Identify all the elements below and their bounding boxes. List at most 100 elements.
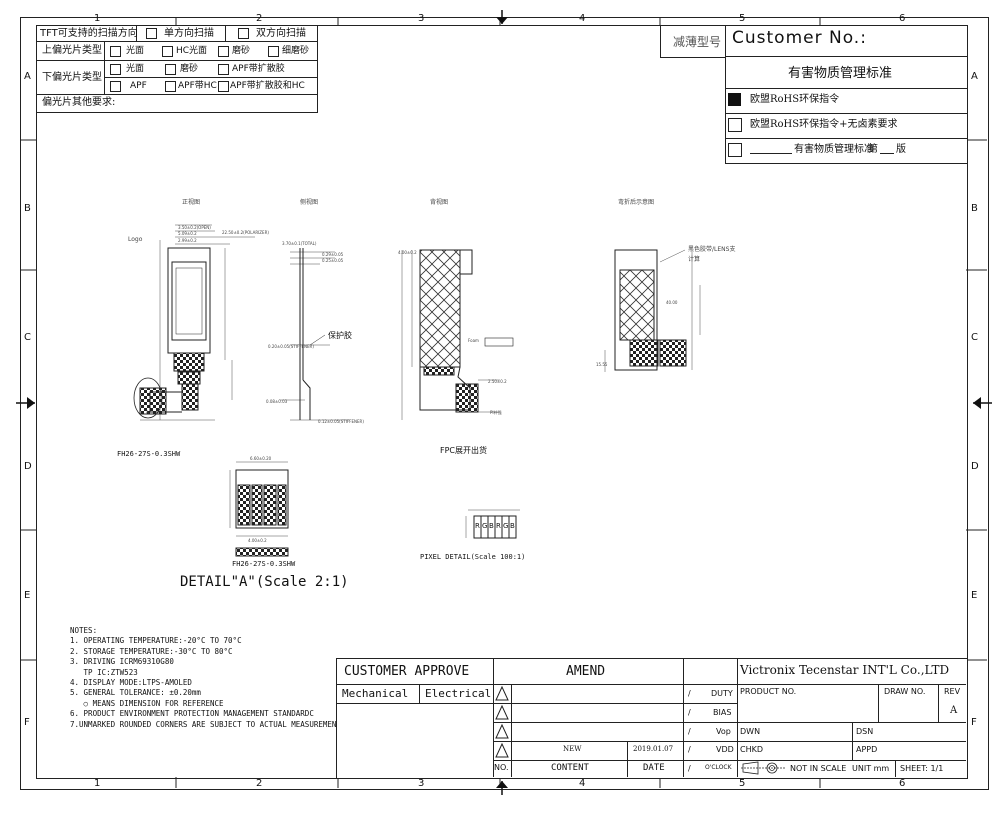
svg-text:2.50±0.2: 2.50±0.2 <box>488 379 507 384</box>
dual-scan-checkbox[interactable] <box>238 28 249 39</box>
note-line: 2. STORAGE TEMPERATURE:-30°C TO 80°C <box>70 646 233 656</box>
lower-opt-checkbox[interactable] <box>165 81 176 92</box>
note-line: 6. PRODUCT ENVIRONMENT PROTECTION MANAGE… <box>70 709 314 719</box>
upper-polarizer-label: 上偏光片类型 <box>42 45 102 56</box>
col-label: 2 <box>256 778 263 789</box>
thinning-model-label: 减薄型号 <box>673 35 722 49</box>
single-scan-label: 单方向扫描 <box>164 28 214 39</box>
lower-opt-label: 光面 <box>126 64 145 74</box>
col-label: 3 <box>418 778 425 789</box>
lower-opt-checkbox[interactable] <box>110 64 121 75</box>
row-label: C <box>24 332 31 343</box>
date-header: DATE <box>643 763 665 773</box>
col-label: 1 <box>94 778 101 789</box>
upper-opt-label: 光面 <box>126 46 145 56</box>
no-header: NO. <box>494 763 509 772</box>
other-requirements-label: 偏光片其他要求: <box>42 97 116 108</box>
col-label: 5 <box>739 13 746 24</box>
upper-opt-checkbox[interactable] <box>162 46 173 57</box>
draw-no-label: DRAW NO. <box>884 687 926 696</box>
upper-opt-checkbox[interactable] <box>268 46 279 57</box>
scan-direction-label: TFT可支持的扫描方向 <box>40 28 138 39</box>
dual-scan-label: 双方向扫描 <box>256 28 306 39</box>
note-line: 4. DISPLAY MODE:LTPS-AMOLED <box>70 678 192 688</box>
hazard-opt1-checkbox[interactable] <box>728 93 741 106</box>
side-view-label: 侧视图 <box>300 199 319 206</box>
row-label: B <box>24 203 31 214</box>
pixel-cell: G <box>503 522 509 530</box>
lower-opt-checkbox[interactable] <box>165 64 176 75</box>
col-label: 3 <box>418 13 425 24</box>
hazard-opt3-checkbox[interactable] <box>728 143 742 157</box>
fpc-unfold-label: FPC展开出货 <box>440 446 488 455</box>
svg-text:PI补强: PI补强 <box>490 409 502 415</box>
col-label: 1 <box>94 13 101 24</box>
upper-opt-checkbox[interactable] <box>110 46 121 57</box>
revision-triangles <box>495 685 509 758</box>
col-label: 6 <box>899 778 906 789</box>
product-no-label: PRODUCT NO. <box>740 687 797 696</box>
slash: / <box>688 708 691 717</box>
front-view-dim-text: 3.50±0.2(OPEN) 5.09±0.2 22.50±0.2(POLARI… <box>146 225 269 415</box>
col-label: 4 <box>579 778 586 789</box>
hazard-opt3-edition-suffix: 版 <box>896 144 906 155</box>
side-view <box>280 248 350 421</box>
svg-text:4.00±0.2: 4.00±0.2 <box>248 538 267 543</box>
row-label: F <box>971 717 977 728</box>
row-label: E <box>971 590 978 601</box>
lower-opt-checkbox[interactable] <box>218 64 229 75</box>
svg-text:0.25±0.05: 0.25±0.05 <box>322 258 344 263</box>
pixel-cell: R <box>475 522 480 530</box>
hazard-opt1-label: 欧盟RoHS环保指令 <box>750 94 840 105</box>
pixel-cell: B <box>510 522 515 530</box>
lower-opt-label: APF <box>130 81 147 91</box>
lower-opt-checkbox[interactable] <box>218 81 229 92</box>
side-view-dim-text: 3.70±0.1(TOTAL) 0.29±0.05 0.25±0.05 0.20… <box>266 241 364 424</box>
hazard-opt2-checkbox[interactable] <box>728 118 742 132</box>
row-label: F <box>24 717 30 728</box>
front-view-label: 正视图 <box>182 199 201 206</box>
row-label: C <box>971 332 978 343</box>
amend-label: AMEND <box>566 664 606 679</box>
upper-opt-label: 细磨砂 <box>282 46 310 56</box>
row-label: D <box>971 461 979 472</box>
back-view-dim-text: 4.00±0.2 Foam 2.50±0.2 PI补强 <box>398 250 507 415</box>
single-scan-checkbox[interactable] <box>146 28 157 39</box>
svg-text:0.29±0.05: 0.29±0.05 <box>322 252 344 257</box>
upper-opt-checkbox[interactable] <box>218 46 229 57</box>
lower-opt-label: APF带HC <box>178 81 217 91</box>
customer-approve-label: CUSTOMER APPROVE <box>344 664 470 679</box>
logo-label: Logo <box>128 236 143 243</box>
svg-text:A: A <box>146 410 149 415</box>
oclock-label: O'CLOCK <box>705 764 732 771</box>
pixel-detail-view <box>465 509 520 539</box>
lower-opt-checkbox[interactable] <box>110 81 121 92</box>
detail-connector-label: FH26-27S-0.3SHW <box>232 560 296 568</box>
row-label: A <box>971 71 978 82</box>
svg-text:15.55: 15.55 <box>596 362 608 367</box>
svg-text:3.70±0.1(TOTAL): 3.70±0.1(TOTAL) <box>282 241 317 246</box>
note-line: 3. DRIVING ICRM69310G80 <box>70 657 174 667</box>
svg-text:22.50±0.2(POLARIZER): 22.50±0.2(POLARIZER) <box>222 230 269 235</box>
rev-value: A <box>950 705 958 716</box>
note-line: 5. GENERAL TOLERANCE: ±0.20mm <box>70 688 201 698</box>
svg-text:5.09±0.2: 5.09±0.2 <box>178 231 197 236</box>
svg-text:0.12±0.05(STIFFENER): 0.12±0.05(STIFFENER) <box>318 419 364 424</box>
upper-opt-label: 磨砂 <box>232 46 251 56</box>
dsn-label: DSN <box>856 727 874 736</box>
svg-text:4.00±0.2: 4.00±0.2 <box>398 250 417 255</box>
row-label: E <box>24 590 31 601</box>
slash: / <box>688 689 691 698</box>
bent-view-dim-text: 40.00 15.55 <box>596 300 678 367</box>
notes-block: NOTES: 1. OPERATING TEMPERATURE:-20°C TO… <box>70 626 341 730</box>
company-name: Victronix Tecenstar INT'L Co.,LTD <box>740 663 950 677</box>
note-line: 7.UNMARKED ROUNDED CORNERS ARE SUBJECT T… <box>70 719 341 729</box>
electrical-label: Electrical <box>425 687 492 700</box>
customer-no-box <box>660 25 968 58</box>
row-label: B <box>971 203 978 214</box>
vop-label: Vop <box>716 727 731 736</box>
row-label: D <box>24 461 32 472</box>
rev-label: REV <box>944 687 961 696</box>
mechanical-label: Mechanical <box>342 687 409 700</box>
